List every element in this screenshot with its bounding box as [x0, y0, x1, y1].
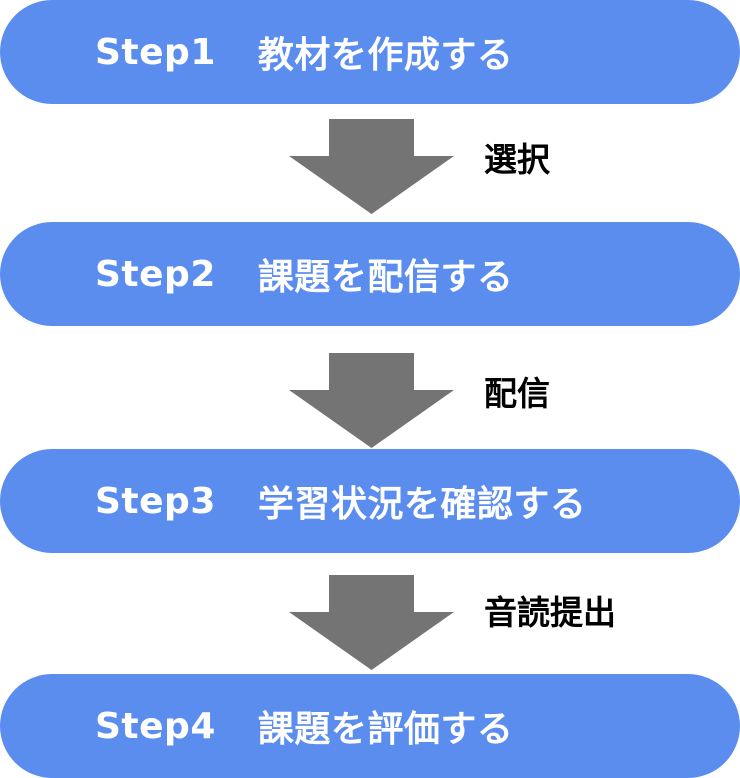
- step-4-box: Step4 課題を評価する: [0, 674, 740, 778]
- down-arrow-3-shape: [289, 575, 454, 670]
- step-2-text: 課題を配信する: [257, 257, 514, 298]
- step-3-box: Step3 学習状況を確認する: [0, 449, 740, 553]
- transition-label-3: 音読提出: [484, 593, 616, 632]
- transition-label-1: 選択: [484, 140, 550, 179]
- step-4-number: Step4: [95, 705, 216, 747]
- step-2-number: Step2: [95, 253, 216, 295]
- step-1-text: 教材を作成する: [257, 35, 514, 76]
- step-3-text: 学習状況を確認する: [257, 484, 587, 525]
- down-arrow-1-shape: [289, 119, 454, 214]
- down-arrow-3: [289, 575, 454, 670]
- step-4-text: 課題を評価する: [257, 709, 514, 750]
- down-arrow-2-shape: [289, 353, 454, 448]
- step-3-number: Step3: [95, 480, 216, 522]
- step-1-box: Step1 教材を作成する: [0, 0, 740, 104]
- down-arrow-2: [289, 353, 454, 448]
- step-2-box: Step2 課題を配信する: [0, 222, 740, 326]
- transition-label-2: 配信: [484, 374, 550, 413]
- step-1-number: Step1: [95, 31, 216, 73]
- down-arrow-1: [289, 119, 454, 214]
